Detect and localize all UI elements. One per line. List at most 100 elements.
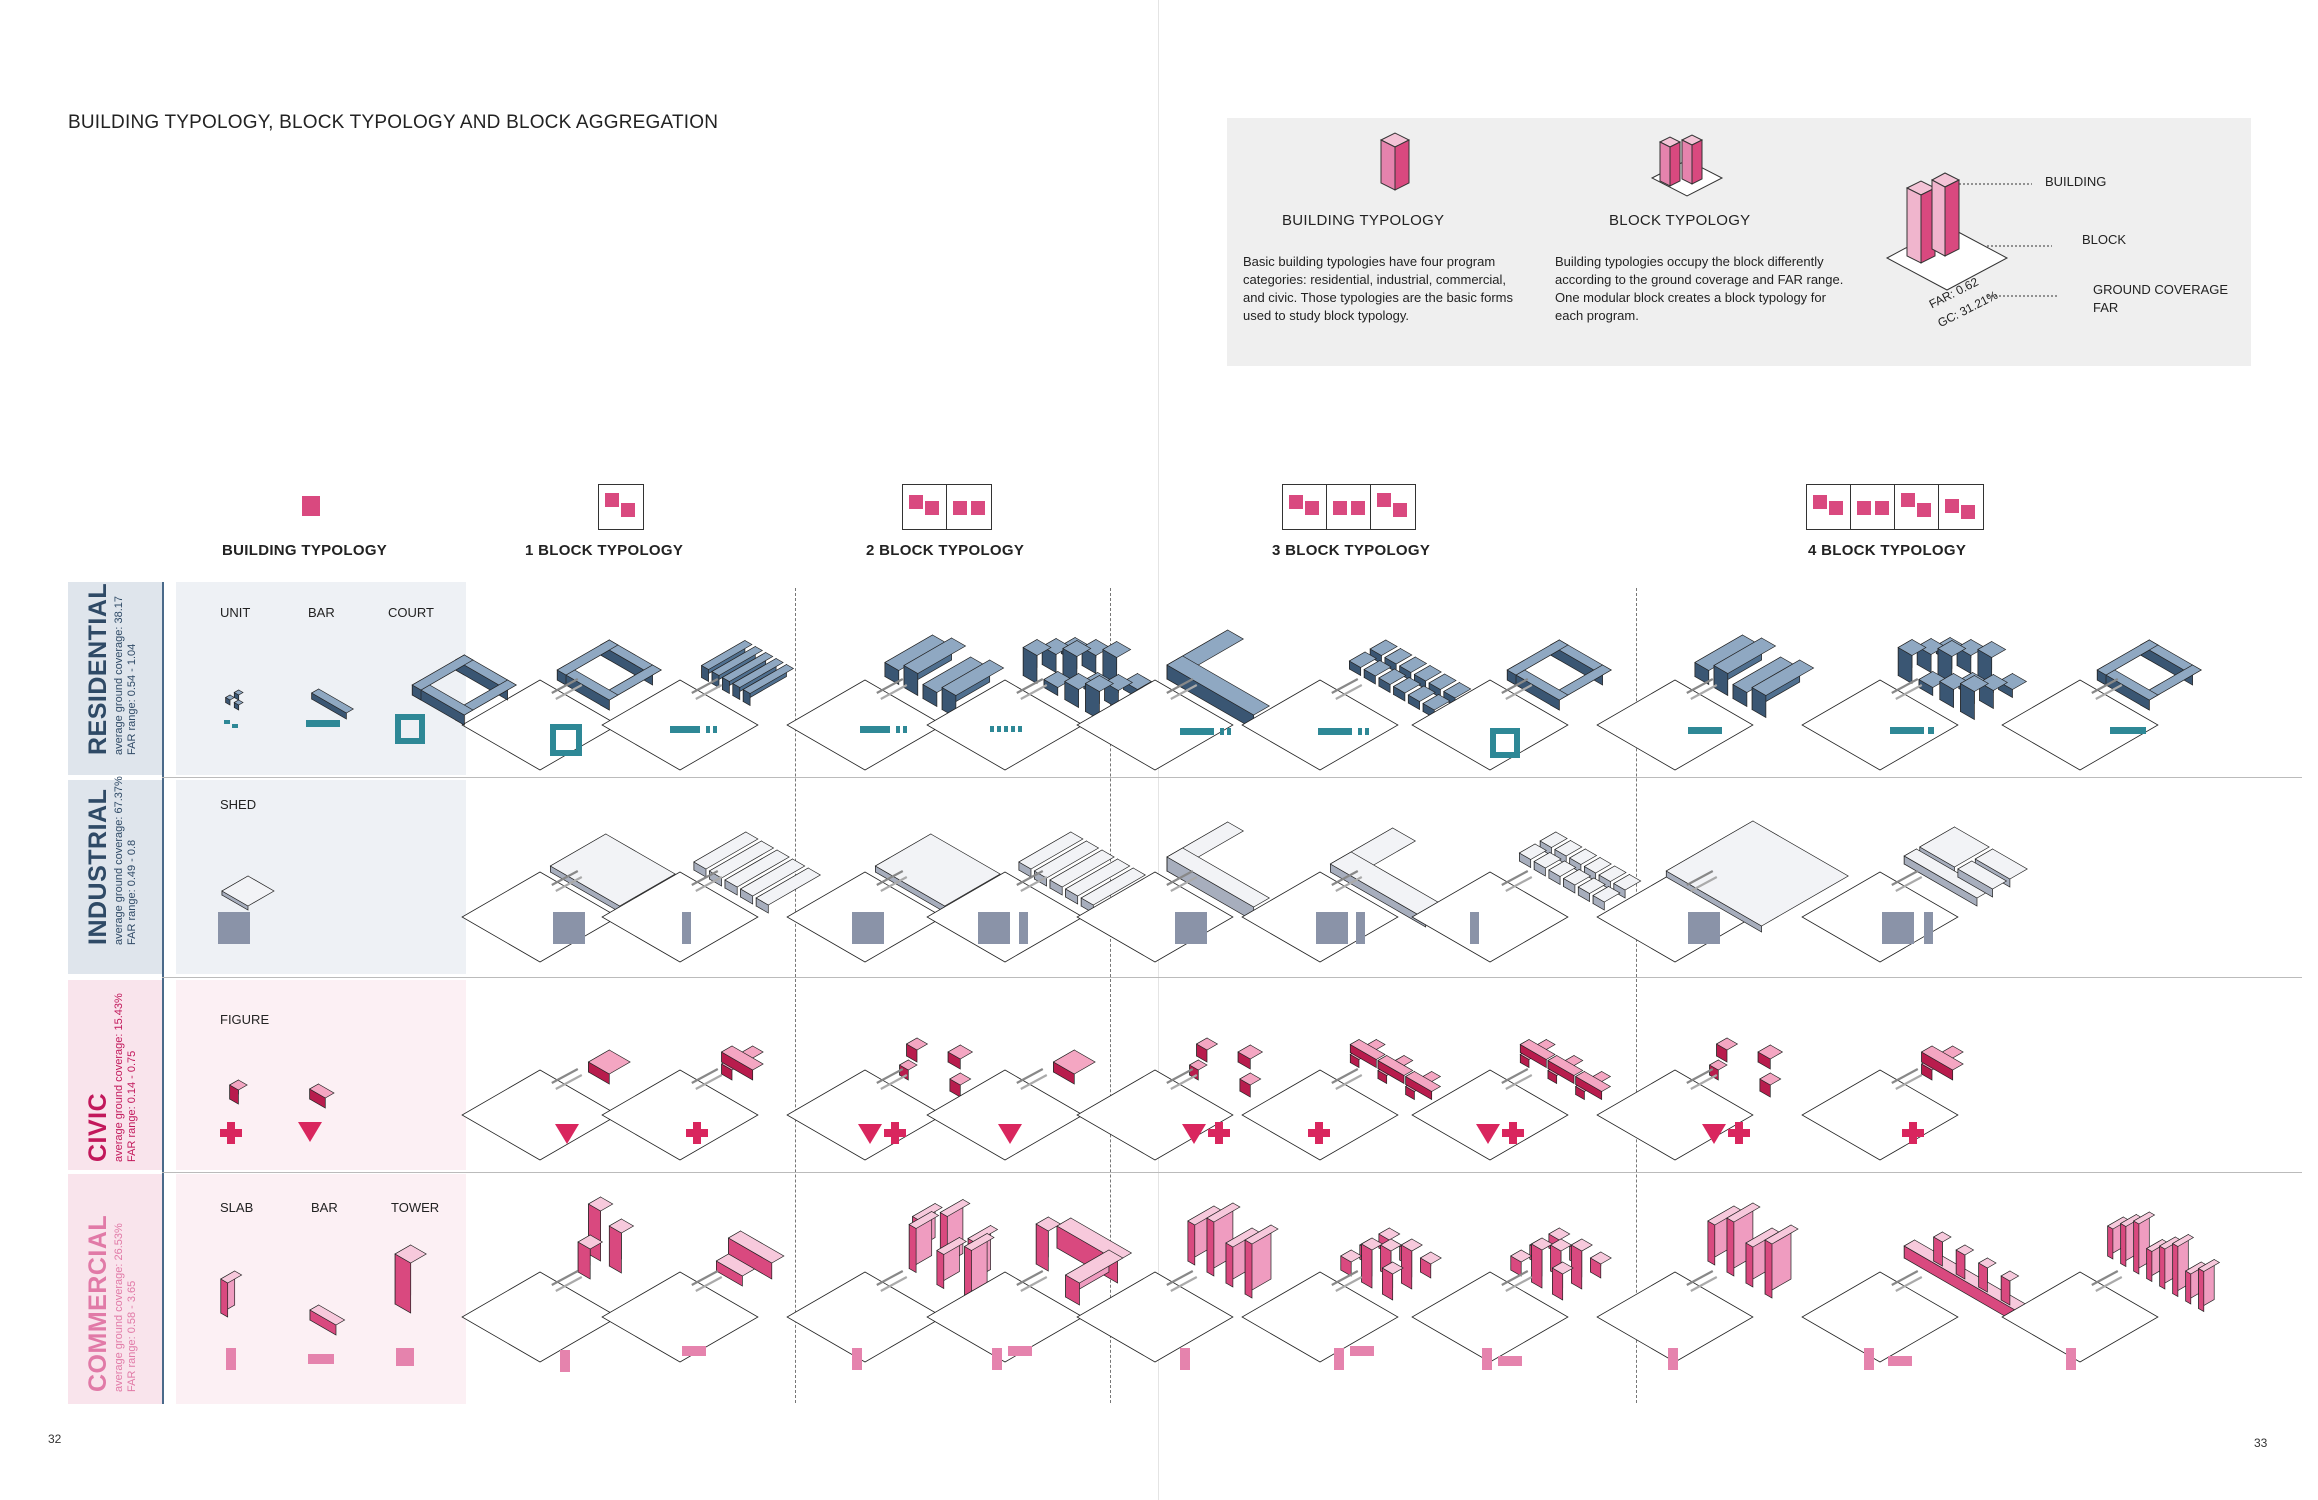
- plan-res-block2-dot-0: [990, 726, 994, 732]
- plan-res-block3-a: [1180, 728, 1214, 735]
- row-band-industrial: [68, 780, 162, 974]
- plan-civ-tri: [298, 1122, 322, 1142]
- block-drawing-res-7: [1596, 634, 1815, 771]
- block-drawing-civ-2: [786, 1037, 974, 1161]
- plan-com-b3-c: [1350, 1346, 1374, 1356]
- plan-ind-b1-a: [553, 912, 585, 944]
- plan-res-block3-e: [1358, 728, 1362, 735]
- plan-ind-b2-a: [852, 912, 884, 944]
- type-label-shed: SHED: [220, 797, 257, 812]
- plan-com-b4-d: [2066, 1348, 2076, 1370]
- row-label-commercial: COMMERCIAL average ground coverage: 26.5…: [84, 1215, 139, 1392]
- type-label-bar-com: BAR: [311, 1200, 338, 1215]
- plan-civ-b4-b-h: [1728, 1129, 1750, 1137]
- plan-ind-b4-a: [1688, 912, 1720, 944]
- bt-panel-civic: [176, 980, 466, 1170]
- plan-civ-b1-a: [555, 1124, 579, 1144]
- plan-ind-b3-a: [1175, 912, 1207, 944]
- row-label-civic: CIVIC average ground coverage: 15.43% FA…: [84, 993, 139, 1162]
- block-drawing-res-3: [926, 636, 1153, 771]
- column-header-building-typology: BUILDING TYPOLOGY: [222, 542, 388, 559]
- block3-head-icon: [1282, 484, 1416, 530]
- plan-res-block3-f: [1365, 728, 1369, 735]
- legend-label-far: FAR: [2093, 300, 2119, 315]
- plan-civ-b2-c: [998, 1124, 1022, 1144]
- plan-com-b3-e: [1498, 1356, 1522, 1366]
- plan-res-block3-c: [1227, 728, 1231, 735]
- plan-civ-b4-a: [1702, 1124, 1726, 1144]
- block-drawing-res-2: [786, 634, 1005, 771]
- commercial-title: COMMERCIAL: [84, 1214, 112, 1392]
- legend-block-typology-text: Building typologies occupy the block dif…: [1555, 254, 1844, 323]
- block-drawing-ind-8: [1801, 826, 2028, 963]
- civic-title: CIVIC: [84, 1092, 112, 1162]
- plan-com-b2-b: [992, 1348, 1002, 1370]
- building-typology-drawing-2: [411, 654, 517, 726]
- page-number-right: 33: [2254, 1436, 2268, 1450]
- block-drawing-com-6: [1411, 1227, 1612, 1363]
- column-header-block3: 3 BLOCK TYPOLOGY: [1272, 542, 1431, 559]
- residential-far: FAR range: 0.54 - 1.04: [126, 643, 138, 755]
- building-typology-drawing-4: [228, 1079, 248, 1105]
- column-separator: [1636, 588, 1637, 1403]
- plan-civ-b3-b-h: [1208, 1129, 1230, 1137]
- plan-com-b4-b: [1864, 1348, 1874, 1370]
- plan-res-block2-dot-1: [997, 726, 1001, 732]
- plan-ind-b4-c: [1924, 912, 1933, 944]
- block-drawing-res-9: [2001, 639, 2202, 771]
- plan-res-bar: [306, 720, 340, 727]
- plan-res-block2-c: [903, 726, 907, 733]
- building-typology-drawing-3: [221, 875, 275, 911]
- plan-civ-b4-c-h: [1902, 1129, 1924, 1137]
- plan-res-block2-dot-4: [1018, 726, 1022, 732]
- plan-ind-b3-c: [1356, 912, 1365, 944]
- block-drawing-com-9: [2001, 1211, 2221, 1363]
- building-typology-head-icon: [302, 496, 320, 516]
- block-drawing-com-8: [1801, 1231, 2028, 1363]
- plan-res-block2-b: [896, 726, 900, 733]
- plan-res-unit: [224, 720, 230, 724]
- page-title: BUILDING TYPOLOGY, BLOCK TYPOLOGY AND BL…: [68, 112, 719, 133]
- building-typology-drawing-1: [310, 688, 354, 720]
- plan-res-block1-b: [670, 726, 700, 733]
- plan-ind-b4-b: [1882, 912, 1914, 944]
- building-typology-drawing-8: [394, 1244, 427, 1314]
- row-band-residential: [68, 582, 162, 775]
- block-drawing-ind-7: [1596, 820, 1849, 963]
- plan-ind-shed: [218, 912, 250, 944]
- block-drawing-civ-3: [926, 1049, 1096, 1161]
- block-drawing-com-3: [926, 1216, 1133, 1363]
- block-drawing-res-6: [1411, 639, 1612, 771]
- plan-res-block1-c: [706, 726, 710, 733]
- plan-res-block2-dot-2: [1004, 726, 1008, 732]
- row-divider: [162, 977, 2302, 978]
- plan-res-block4-b: [1890, 727, 1924, 734]
- block-drawing-ind-1: [601, 831, 821, 963]
- row-label-residential: RESIDENTIAL average ground coverage: 38.…: [84, 583, 139, 755]
- plan-civ-b3-a: [1182, 1124, 1206, 1144]
- building-typology-drawing-5: [308, 1083, 335, 1109]
- block-drawing-com-4: [1076, 1202, 1279, 1363]
- civic-coverage: average ground coverage: 15.43%: [113, 993, 125, 1162]
- block-drawing-res-4: [1076, 629, 1271, 771]
- plan-ind-b3-b: [1316, 912, 1348, 944]
- annotated-block-diagram: [1885, 172, 2057, 297]
- plan-com-b1-a: [560, 1350, 570, 1372]
- plan-res-block4-e: [2140, 727, 2146, 734]
- plan-res-unit-b: [232, 724, 238, 728]
- plan-com-b3-b: [1334, 1348, 1344, 1370]
- type-label-court: COURT: [388, 605, 434, 620]
- plan-civ-b1-b-h: [686, 1129, 708, 1137]
- residential-coverage: average ground coverage: 38.17: [113, 595, 125, 755]
- page-number-left: 32: [48, 1432, 62, 1446]
- plan-civ-cross-h: [220, 1129, 242, 1137]
- block-drawing-res-1: [601, 639, 795, 771]
- plan-res-block3-ring: [1490, 728, 1520, 758]
- plan-res-block3-d: [1318, 728, 1352, 735]
- plan-com-b4-c: [1888, 1356, 1912, 1366]
- block-drawing-res-5: [1241, 639, 1472, 771]
- legend-label-ground-coverage: GROUND COVERAGE: [2093, 282, 2229, 297]
- block2-head-icon: [902, 484, 992, 530]
- column-header-block1: 1 BLOCK TYPOLOGY: [525, 542, 684, 559]
- block-drawing-com-2: [786, 1198, 999, 1363]
